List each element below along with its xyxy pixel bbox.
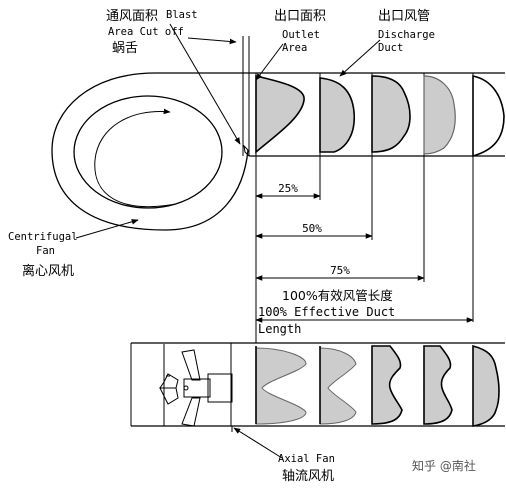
centrifugal-fan-cn-label: 离心风机 (22, 263, 74, 279)
axial-profile-100 (472, 344, 500, 427)
outlet-area-cn-label: 出口面积 (274, 9, 326, 24)
axial-profile-25 (319, 346, 357, 425)
dimension-label-50: 50% (302, 222, 322, 235)
outlet-area-en-label: Outlet (282, 29, 320, 41)
outlet-area-en-label-2: Area (282, 42, 307, 54)
blast-area-cn-label: 通风面积 (106, 9, 158, 24)
dimension-50: 50% (255, 222, 373, 239)
profile-50 (371, 75, 411, 153)
axial-profile-50 (371, 345, 403, 425)
dimension-25: 25% (255, 182, 321, 199)
profile-outlet (255, 74, 305, 154)
discharge-duct-en-label-2: Duct (378, 42, 403, 54)
centrifugal-fan-housing (51, 72, 505, 231)
profile-25 (319, 77, 356, 153)
dimension-label-75: 75% (330, 264, 350, 277)
dimension-label-25: 25% (278, 182, 298, 195)
centrifugal-fan-en-label: Centrifugal (8, 231, 78, 243)
axial-fan-en-label: Axial Fan (278, 453, 335, 465)
watermark-text: 知乎 @南社 (412, 458, 476, 473)
axial-fan-rotor (159, 344, 233, 427)
axial-fan-cn-label: 轴流风机 (282, 469, 334, 484)
effective-duct-en-label-2: Length (258, 322, 301, 336)
discharge-duct-en-label: Discharge (378, 29, 435, 41)
axial-profile-75 (423, 345, 453, 425)
dimension-75: 75% (255, 264, 425, 281)
axial-profile-outlet (255, 346, 307, 425)
blast-area-en-label: Blast (166, 9, 198, 21)
volute-tongue-cn-label: 蜗舌 (112, 40, 138, 56)
effective-duct-cn-label: 100%有效风管长度 (282, 288, 393, 303)
profile-75 (423, 75, 456, 155)
blast-area-en-label-2: Area Cut off (108, 26, 184, 38)
profile-100 (472, 75, 505, 158)
discharge-duct-cn-label: 出口风管 (378, 9, 430, 24)
leader-lines (75, 23, 381, 459)
effective-duct-en-label: 100% Effective Duct (258, 305, 395, 319)
centrifugal-fan-en-label-2: Fan (36, 245, 55, 257)
